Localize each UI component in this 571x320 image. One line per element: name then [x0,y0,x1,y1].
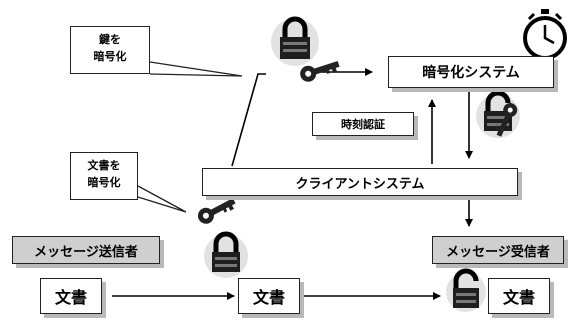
stopwatch-icon [523,9,567,60]
callout-pointer-doc [137,185,187,213]
callout-line: 暗号化 [93,50,127,63]
lock-icon [204,231,248,278]
client-system-box: クライアントシステム [202,168,518,196]
receiver-label: メッセージ受信者 [446,244,550,260]
connector-arrows [112,68,473,300]
client-system-label: クライアントシステム [295,176,425,192]
callout-key-encryption: 鍵を 暗号化 [70,26,150,74]
document-box-sender: 文書 [40,278,102,314]
line-client-to-key [231,73,266,167]
callout-pointer-key [149,61,243,77]
document-label: 文書 [54,288,87,307]
time-stamp-box: 時刻認証 [312,112,414,136]
key-icon [300,61,340,82]
receiver-box: メッセージ受信者 [432,236,564,264]
callout-line: 文書を [87,159,121,172]
encryption-system-label: 暗号化システム [422,65,520,81]
callout-doc-encryption: 文書を 暗号化 [70,152,138,200]
unlocked-lock-icon [446,268,486,312]
callout-line: 暗号化 [87,176,121,189]
document-label: 文書 [502,288,535,307]
key-icon [197,198,236,224]
document-box-receiver: 文書 [488,278,550,314]
time-stamp-label: 時刻認証 [341,118,385,131]
encryption-system-box: 暗号化システム [388,56,554,88]
document-box-encrypted: 文書 [238,278,300,314]
key-icon [494,103,518,137]
callout-line: 鍵を [99,33,121,46]
document-label: 文書 [252,288,285,307]
sender-box: メッセージ送信者 [12,236,160,264]
sender-label: メッセージ送信者 [34,244,138,260]
lock-icon [271,16,319,66]
